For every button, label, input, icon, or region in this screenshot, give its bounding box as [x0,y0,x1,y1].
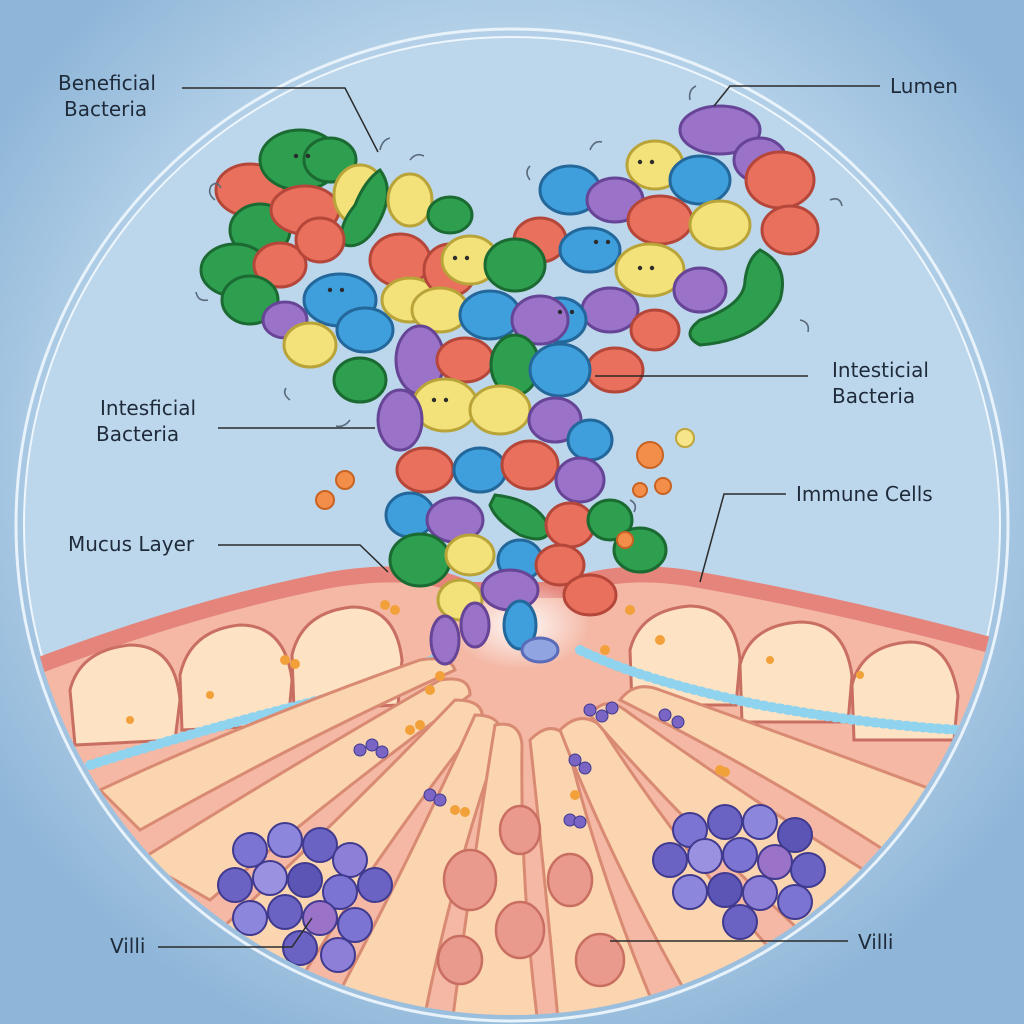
lamina-blobs [436,804,626,988]
label-mucus-layer-text: Mucus Layer [68,532,195,556]
leader-villi-left [158,917,313,948]
leader-lines [158,85,880,948]
crypts-left [68,605,404,747]
outer-circle-ring [14,27,1010,1023]
mucus-stripe-right [575,645,965,735]
label-villi-left-text: Villi [110,934,146,958]
label-beneficial-bacteria: Beneficial Bacteria [58,70,156,122]
leader-mucus-layer [218,544,389,573]
label-beneficial-bacteria-line1: Beneficial [58,71,156,95]
leader-immune-cells [699,493,786,583]
leader-beneficial-bacteria [182,87,379,153]
label-beneficial-bacteria-line2: Bacteria [64,97,148,121]
label-intesficial-bacteria-line1: Intesficial [100,396,197,420]
immune-cell-cluster-left [217,822,393,973]
small-immune-dots [126,600,864,817]
purple-immune-dots [353,701,685,829]
label-villi-left: Villi [110,933,145,959]
bacteria-center-column [376,234,668,666]
bacteria-right-wing [512,104,820,394]
label-immune-cells: Immune Cells [796,481,933,507]
label-intesticial-bacteria-line1: Intesticial [832,358,929,382]
label-lumen: Lumen [890,73,958,99]
label-lumen-text: Lumen [890,74,958,98]
bacteria-flagella [195,85,843,513]
bacteria-faces [293,153,655,403]
label-immune-cells-text: Immune Cells [796,482,933,506]
floating-cells [315,428,695,549]
label-villi-right: Villi [858,929,893,955]
tissue-group [22,566,1002,1015]
bacteria-cluster [195,85,843,666]
label-intesticial-bacteria-line2: Bacteria [832,384,916,408]
label-mucus-layer: Mucus Layer [68,531,194,557]
label-villi-right-text: Villi [858,930,894,954]
label-intesficial-bacteria-left: Intesficial Bacteria [96,395,197,447]
immune-cell-cluster-right [652,804,826,940]
leader-lumen [713,85,880,107]
label-intesficial-bacteria-line2: Bacteria [96,422,180,446]
label-intesticial-bacteria-right: Intesticial Bacteria [832,357,929,409]
